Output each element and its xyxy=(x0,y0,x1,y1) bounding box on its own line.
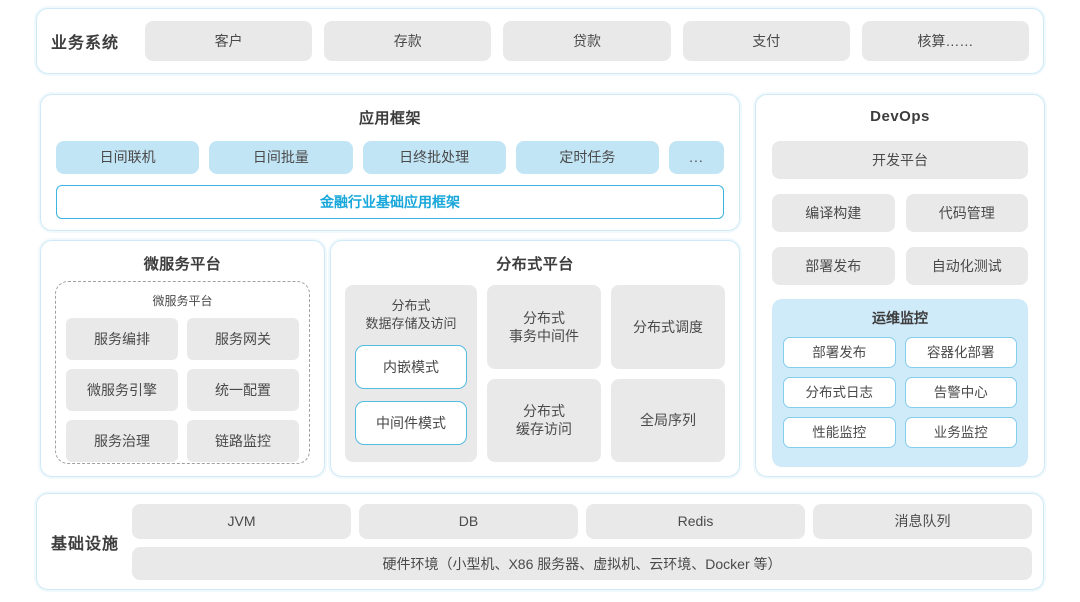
distributed-body: 分布式 数据存储及访问 内嵌模式 中间件模式 分布式 事务中间件 分布式 缓存访… xyxy=(345,285,725,462)
distributed-platform-title: 分布式平台 xyxy=(496,256,574,273)
section-business-systems: 业务系统 客户 存款 贷款 支付 核算…… xyxy=(36,8,1044,74)
devops-automated-testing: 自动化测试 xyxy=(905,247,1028,285)
section-distributed-platform: 分布式平台 分布式 数据存储及访问 内嵌模式 中间件模式 分布式 事务中间件 分… xyxy=(330,240,740,477)
infra-jvm: JVM xyxy=(132,504,351,539)
business-item-deposit: 存款 xyxy=(324,21,492,61)
monitor-alert-center: 告警中心 xyxy=(904,377,1017,408)
devops-row-deploy: 部署发布 自动化测试 xyxy=(772,247,1028,285)
monitor-deploy-release: 部署发布 xyxy=(783,337,896,368)
distributed-col-middle: 分布式 事务中间件 分布式 缓存访问 xyxy=(487,285,601,462)
module-eod-batch: 日终批处理 xyxy=(362,141,506,174)
devops-deploy-release: 部署发布 xyxy=(772,247,895,285)
devops-title: DevOps xyxy=(870,108,930,125)
hardware-environment-bar: 硬件环境（小型机、X86 服务器、虚拟机、云环境、Docker 等） xyxy=(132,547,1032,580)
devops-compile-build: 编译构建 xyxy=(772,194,895,232)
distributed-storage-title: 分布式 数据存储及访问 xyxy=(365,298,457,332)
panel-distributed-storage: 分布式 数据存储及访问 内嵌模式 中间件模式 xyxy=(345,285,477,462)
distributed-cache-access: 分布式 缓存访问 xyxy=(487,378,601,462)
monitor-performance: 性能监控 xyxy=(783,417,896,448)
ms-link-monitoring: 链路监控 xyxy=(187,420,299,462)
ms-service-gateway: 服务网关 xyxy=(187,318,299,360)
mode-embedded: 内嵌模式 xyxy=(355,345,467,390)
microservice-inner-box: 微服务平台 服务编排 服务网关 微服务引擎 统一配置 服务治理 链路监控 xyxy=(55,281,310,464)
ops-monitoring-title: 运维监控 xyxy=(872,310,928,326)
section-infrastructure: 基础设施 JVM DB Redis 消息队列 硬件环境（小型机、X86 服务器、… xyxy=(36,493,1044,590)
ms-microservice-engine: 微服务引擎 xyxy=(66,369,178,411)
global-sequence: 全局序列 xyxy=(611,378,725,462)
module-daytime-batch: 日间批量 xyxy=(209,141,353,174)
microservice-grid: 服务编排 服务网关 微服务引擎 统一配置 服务治理 链路监控 xyxy=(66,318,299,462)
microservice-inner-title: 微服务平台 xyxy=(152,294,213,308)
devops-dev-platform: 开发平台 xyxy=(772,141,1028,179)
section-devops: DevOps 开发平台 编译构建 代码管理 部署发布 自动化测试 运维监控 部署… xyxy=(755,94,1045,477)
panel-ops-monitoring: 运维监控 部署发布 容器化部署 分布式日志 告警中心 性能监控 业务监控 xyxy=(772,299,1028,467)
section-microservice-platform: 微服务平台 微服务平台 服务编排 服务网关 微服务引擎 统一配置 服务治理 链路… xyxy=(40,240,325,477)
module-more: ... xyxy=(669,141,724,174)
devops-code-management: 代码管理 xyxy=(905,194,1028,232)
monitor-container-deploy: 容器化部署 xyxy=(904,337,1017,368)
base-application-framework: 金融行业基础应用框架 xyxy=(56,185,724,219)
module-scheduled-task: 定时任务 xyxy=(515,141,659,174)
business-systems-label: 业务系统 xyxy=(51,35,120,52)
infra-redis: Redis xyxy=(586,504,805,539)
distributed-transaction-middleware: 分布式 事务中间件 xyxy=(487,285,601,369)
monitor-distributed-log: 分布式日志 xyxy=(783,377,896,408)
ops-monitoring-grid: 部署发布 容器化部署 分布式日志 告警中心 性能监控 业务监控 xyxy=(783,337,1017,448)
app-framework-title: 应用框架 xyxy=(358,110,421,127)
infrastructure-body: JVM DB Redis 消息队列 硬件环境（小型机、X86 服务器、虚拟机、云… xyxy=(132,504,1032,580)
infrastructure-label: 基础设施 xyxy=(51,535,120,553)
distributed-col-right: 分布式调度 全局序列 xyxy=(611,285,725,462)
mode-middleware: 中间件模式 xyxy=(355,401,467,446)
app-framework-modules: 日间联机 日间批量 日终批处理 定时任务 ... xyxy=(56,141,724,174)
section-app-framework: 应用框架 日间联机 日间批量 日终批处理 定时任务 ... 金融行业基础应用框架 xyxy=(40,94,740,231)
ms-unified-config: 统一配置 xyxy=(187,369,299,411)
infra-db: DB xyxy=(359,504,578,539)
infra-message-queue: 消息队列 xyxy=(813,504,1032,539)
distributed-scheduling: 分布式调度 xyxy=(611,285,725,369)
business-item-accounting: 核算…… xyxy=(861,21,1030,61)
ms-service-orchestration: 服务编排 xyxy=(66,318,178,360)
monitor-business: 业务监控 xyxy=(904,417,1017,448)
ms-service-governance: 服务治理 xyxy=(66,420,178,462)
module-daytime-online: 日间联机 xyxy=(56,141,200,174)
devops-row-build: 编译构建 代码管理 xyxy=(772,194,1028,232)
business-item-loan: 贷款 xyxy=(503,21,671,61)
business-item-customer: 客户 xyxy=(145,21,313,61)
business-item-payment: 支付 xyxy=(682,21,850,61)
infrastructure-row: JVM DB Redis 消息队列 xyxy=(132,504,1032,539)
microservice-platform-title: 微服务平台 xyxy=(143,256,222,273)
